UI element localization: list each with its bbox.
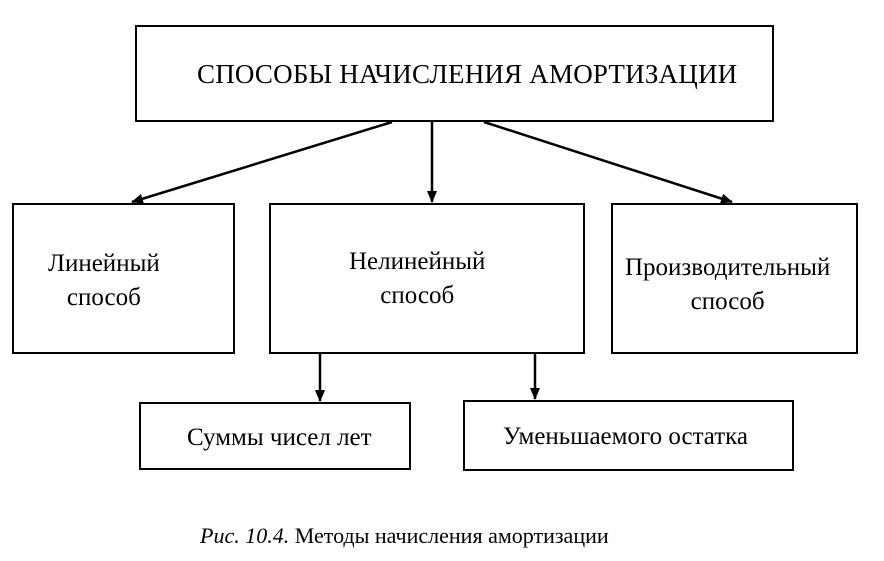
sum-of-years-box: Суммы чисел лет xyxy=(139,402,411,470)
nonlinear-method-label: Нелинейный способ xyxy=(349,245,485,313)
production-method-label: Производительный способ xyxy=(625,251,830,319)
figure-caption-text: Методы начисления амортизации xyxy=(289,523,609,548)
production-method-box: Производительный способ xyxy=(611,203,858,354)
production-method-line1: Производительный xyxy=(625,254,831,281)
arrow-to-linear xyxy=(131,120,393,204)
linear-method-line1: Линейный xyxy=(48,250,160,277)
root-node-box: СПОСОБЫ НАЧИСЛЕНИЯ АМОРТИЗАЦИИ xyxy=(135,25,774,122)
production-method-line2: способ xyxy=(690,288,765,315)
figure-caption: Рис. 10.4. Методы начисления амортизации xyxy=(200,523,609,549)
nonlinear-method-line2: способ xyxy=(380,282,455,309)
declining-balance-label: Уменьшаемого остатка xyxy=(503,423,749,450)
nonlinear-method-line1: Нелинейный xyxy=(349,248,486,275)
linear-method-line2: способ xyxy=(66,284,141,311)
root-node-label: СПОСОБЫ НАЧИСЛЕНИЯ АМОРТИЗАЦИИ xyxy=(197,59,738,89)
declining-balance-box: Уменьшаемого остатка xyxy=(463,400,794,471)
nonlinear-method-box: Нелинейный способ xyxy=(269,203,585,354)
linear-method-label: Линейный способ xyxy=(48,247,160,315)
arrow-to-production xyxy=(483,120,733,204)
figure-number: Рис. 10.4. xyxy=(200,523,290,548)
linear-method-box: Линейный способ xyxy=(12,203,235,354)
sum-of-years-label: Суммы чисел лет xyxy=(187,424,372,451)
